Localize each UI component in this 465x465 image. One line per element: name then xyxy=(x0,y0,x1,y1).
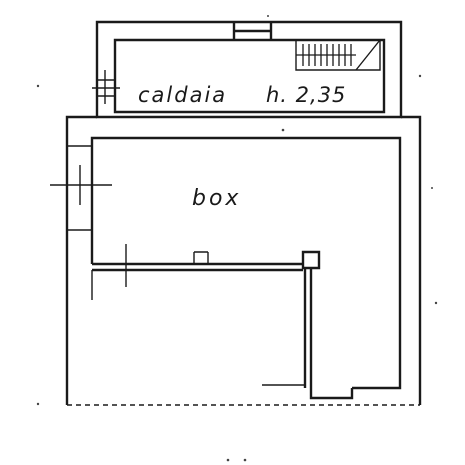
staircase xyxy=(295,39,381,71)
box-partition-vertical xyxy=(301,250,354,400)
box-label: box xyxy=(192,186,241,211)
box-walls xyxy=(50,115,422,406)
staircase-outline xyxy=(295,39,381,71)
caldaia-top-niche xyxy=(232,22,273,40)
caldaia-window-left xyxy=(92,70,120,104)
partition-stub xyxy=(91,270,305,386)
caldaia-label: caldaia xyxy=(138,83,227,107)
caldaia-height-label: h. 2,35 xyxy=(266,83,346,107)
box-inner-wall xyxy=(90,136,402,390)
partition-pillar xyxy=(193,251,209,264)
box-outer-wall xyxy=(65,115,422,405)
box-partition-horizontal xyxy=(92,262,303,272)
box-window-left xyxy=(50,145,112,231)
scan-specks xyxy=(36,15,438,462)
